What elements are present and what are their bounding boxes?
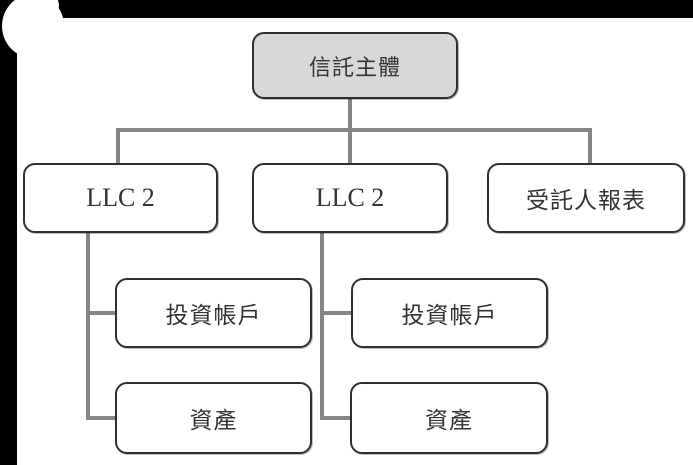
node-llc-center: LLC 2: [252, 163, 448, 233]
node-trust-entity-label: 信託主體: [308, 54, 401, 80]
connector-branch-center-vertical: [320, 233, 324, 420]
connector-stub-left-investment: [86, 311, 115, 315]
node-llc-center-label: LLC 2: [315, 183, 385, 212]
node-llc-left-label: LLC 2: [86, 183, 155, 212]
scan-edge-top: [0, 0, 693, 18]
connector-stub-left-assets: [86, 416, 115, 420]
connector-drop-right: [588, 128, 592, 163]
node-trustee-report: 受託人報表: [487, 163, 685, 233]
node-trust-entity: 信託主體: [252, 32, 458, 99]
node-assets-right: 資產: [350, 382, 548, 454]
node-assets-right-label: 資產: [425, 408, 473, 433]
page-curl-blob-small: [32, 0, 59, 19]
node-assets-left: 資產: [115, 382, 312, 454]
node-assets-left-label: 資產: [189, 408, 238, 433]
connector-branch-left-vertical: [86, 233, 90, 420]
node-trustee-report-label: 受託人報表: [526, 188, 646, 213]
connector-horizontal-bar: [116, 128, 592, 132]
connector-drop-left: [116, 128, 120, 163]
node-investment-account-right: 投資帳戶: [351, 278, 548, 348]
connector-stub-center-investment: [320, 311, 351, 315]
node-llc-left: LLC 2: [23, 163, 218, 233]
node-investment-account-left-label: 投資帳戶: [165, 303, 262, 328]
scan-edge-left: [0, 0, 17, 465]
connector-stub-center-assets: [320, 416, 350, 420]
node-investment-account-left: 投資帳戶: [115, 278, 312, 348]
node-investment-account-right-label: 投資帳戶: [401, 303, 498, 328]
